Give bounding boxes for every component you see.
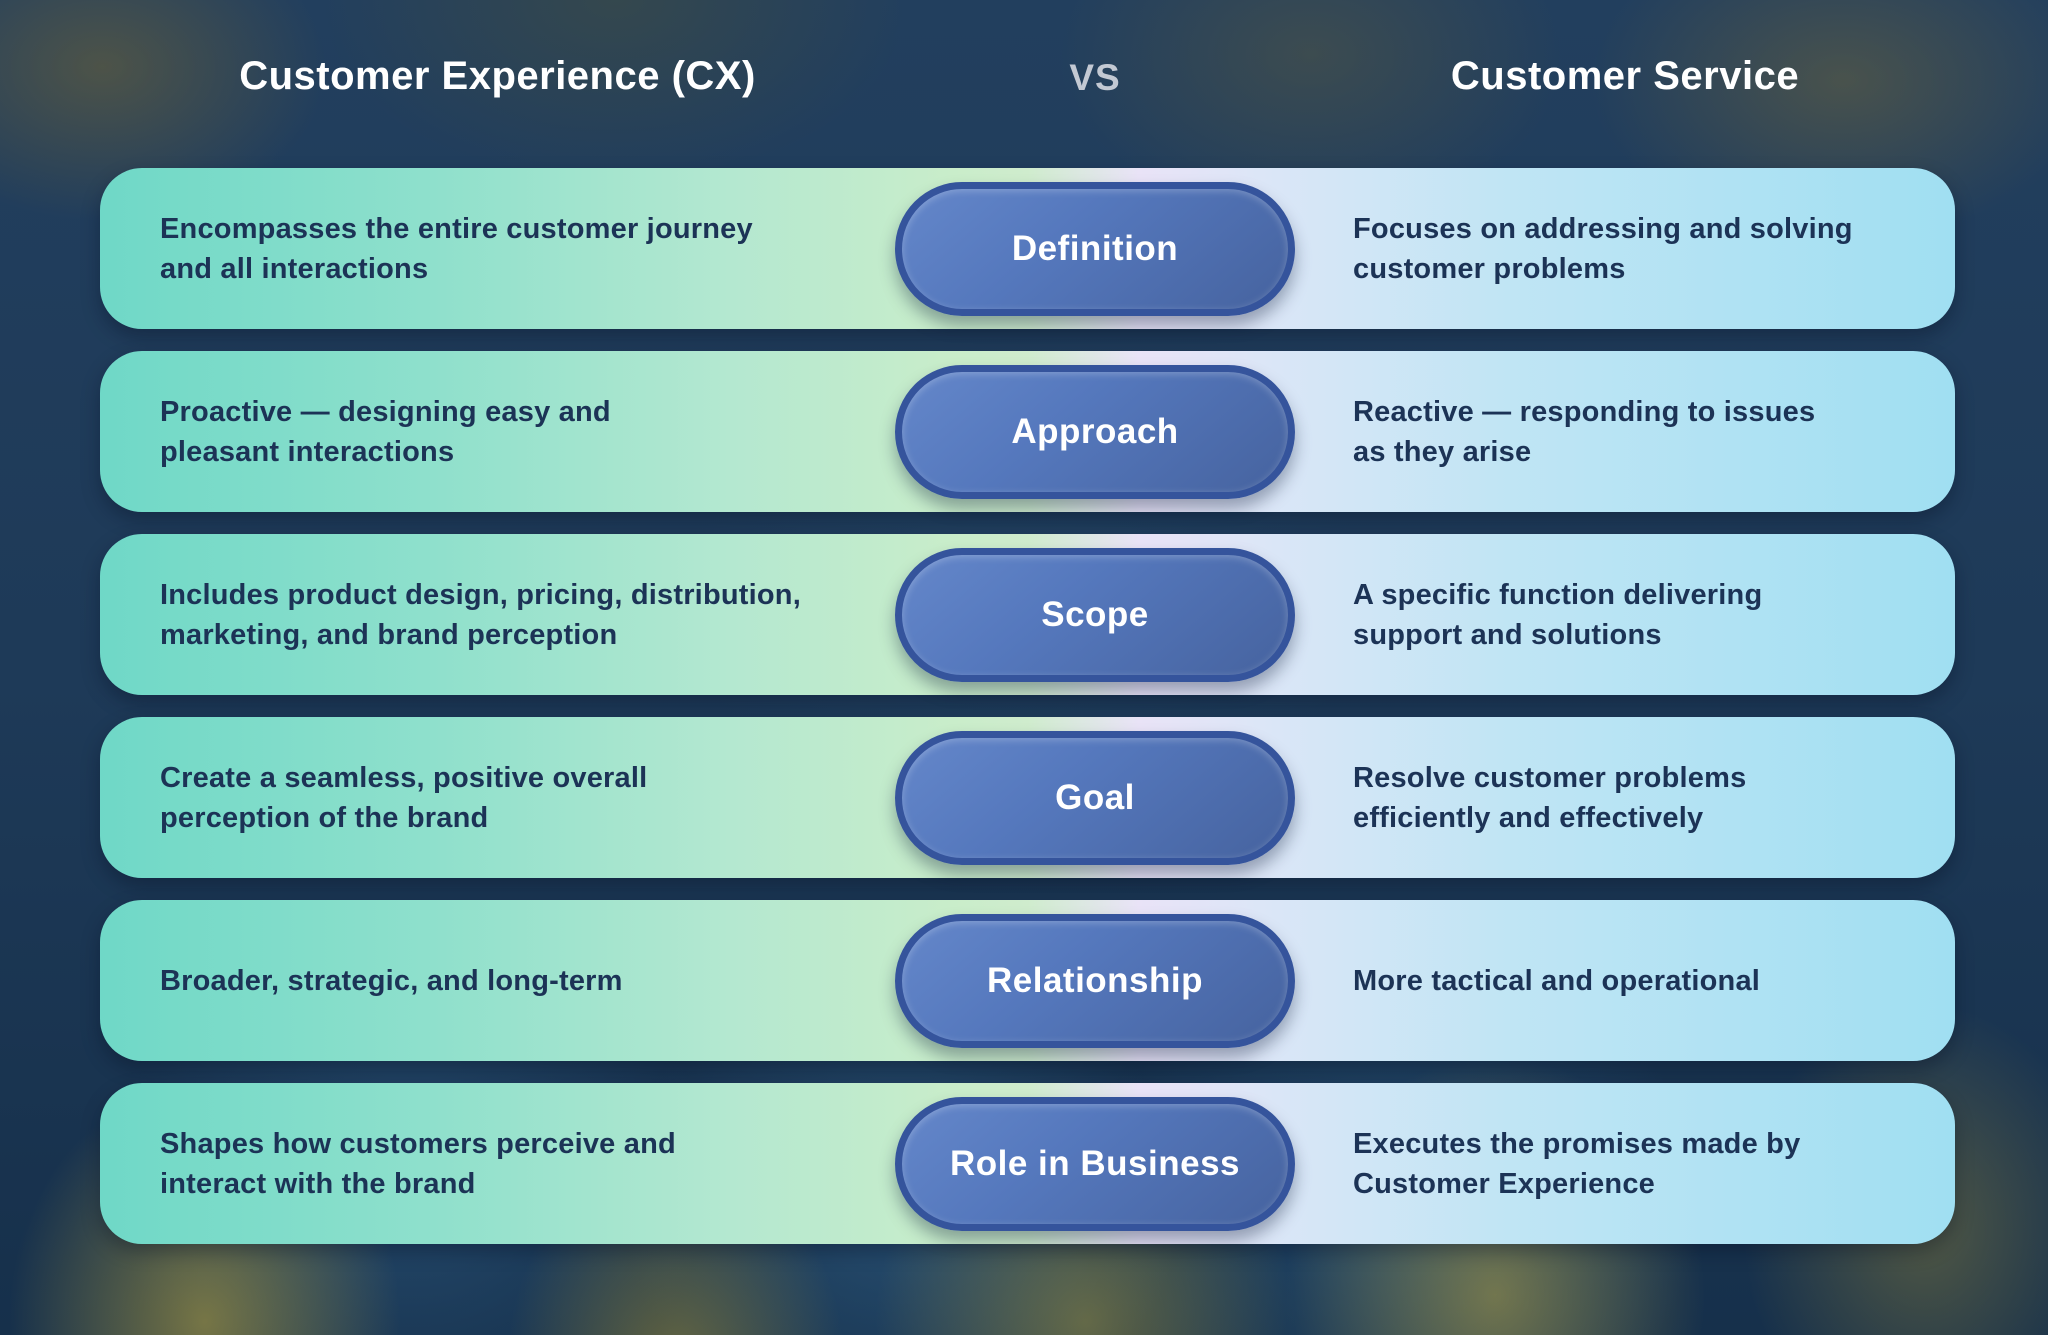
comparison-row-scope: Includes product design, pricing, distri… — [100, 534, 1955, 695]
category-pill: Goal — [895, 730, 1295, 865]
category-pill: Relationship — [895, 913, 1295, 1048]
category-label: Approach — [1011, 411, 1179, 451]
category-label: Relationship — [986, 960, 1204, 1000]
category-pill: Scope — [895, 547, 1295, 682]
category-label: Role in Business — [949, 1143, 1241, 1183]
cs-text: More tactical and operational — [1353, 964, 1761, 997]
comparison-row-definition: Encompasses the entire customer journey … — [100, 168, 1955, 329]
comparison-row-role-in-business: Shapes how customers perceive and intera… — [100, 1083, 1955, 1244]
cs-text: Executes the promises made by Customer E… — [1353, 1127, 1801, 1200]
category-pill: Role in Business — [895, 1096, 1295, 1231]
vs-label: VS — [1069, 57, 1121, 98]
cs-text: Focuses on addressing and solving custom… — [1353, 212, 1853, 285]
cx-text: Broader, strategic, and long-term — [160, 964, 623, 997]
cs-text: A specific function delivering support a… — [1353, 578, 1763, 651]
comparison-row-approach: Proactive — designing easy and pleasant … — [100, 351, 1955, 512]
cx-text: Proactive — designing easy and pleasant … — [160, 395, 611, 468]
comparison-row-goal: Create a seamless, positive overall perc… — [100, 717, 1955, 878]
cx-text: Create a seamless, positive overall perc… — [160, 761, 648, 834]
category-label: Scope — [1041, 594, 1149, 634]
cs-column-title: Customer Service — [1450, 54, 1800, 98]
category-label: Definition — [1011, 228, 1179, 268]
category-pill: Definition — [895, 181, 1295, 316]
category-pill: Approach — [895, 364, 1295, 499]
cs-text: Resolve customer problems efficiently an… — [1353, 761, 1747, 834]
cx-text: Encompasses the entire customer journey … — [160, 212, 753, 285]
comparison-row-relationship: Broader, strategic, and long-term Relati… — [100, 900, 1955, 1061]
comparison-rows: Encompasses the entire customer journey … — [100, 168, 1955, 1266]
category-label: Goal — [1055, 777, 1135, 817]
cx-text: Shapes how customers perceive and intera… — [160, 1127, 676, 1200]
cx-text: Includes product design, pricing, distri… — [160, 578, 801, 651]
cs-text: Reactive — responding to issues as they … — [1353, 395, 1816, 468]
cx-column-title: Customer Experience (CX) — [239, 54, 756, 98]
